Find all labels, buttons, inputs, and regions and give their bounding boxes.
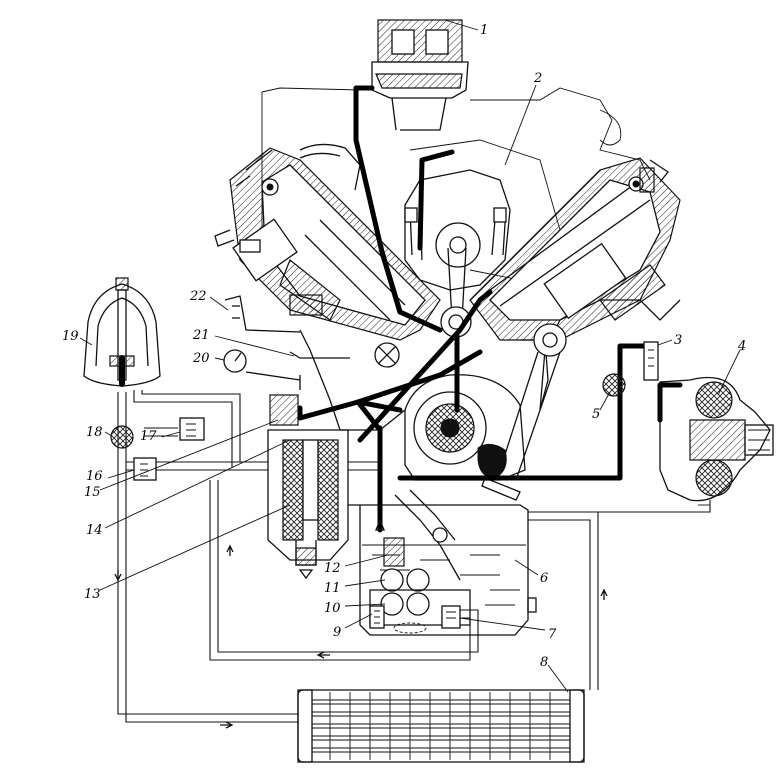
callout-18: 18 xyxy=(86,425,103,440)
right-cylinder-bank xyxy=(469,157,681,481)
fluid-coupling-4 xyxy=(659,376,774,502)
callout-11: 11 xyxy=(324,581,341,596)
leader-lines xyxy=(79,19,741,693)
callout-4: 4 xyxy=(737,339,746,354)
callout-21: 21 xyxy=(192,328,210,343)
callout-14: 14 xyxy=(86,523,103,538)
callout-7: 7 xyxy=(548,627,557,642)
filter-13 xyxy=(267,394,349,580)
callout-9: 9 xyxy=(333,625,341,640)
callout-5: 5 xyxy=(592,407,600,422)
callout-numbers: 1 2 3 4 5 6 7 8 9 10 11 12 13 14 15 16 1… xyxy=(62,23,746,670)
callout-19: 19 xyxy=(62,329,79,344)
callout-1: 1 xyxy=(480,23,488,38)
callout-13: 13 xyxy=(84,587,101,602)
callout-20: 20 xyxy=(192,351,210,366)
callout-12: 12 xyxy=(324,561,341,576)
callout-17: 17 xyxy=(140,429,157,444)
camshaft-center xyxy=(374,169,511,368)
oil-pump xyxy=(369,537,471,634)
centrifuge-19 xyxy=(83,277,161,387)
callout-10: 10 xyxy=(324,601,341,616)
callout-16: 16 xyxy=(86,469,103,484)
callout-22: 22 xyxy=(189,289,207,304)
flow-arrows xyxy=(114,518,608,729)
oil-head-unit-1 xyxy=(371,19,469,131)
callout-3: 3 xyxy=(674,333,682,348)
left-cylinder-bank xyxy=(214,143,441,341)
callout-8: 8 xyxy=(540,655,548,670)
oil-cooler-8 xyxy=(297,689,585,763)
callout-15: 15 xyxy=(84,485,101,500)
main-oil-galleries xyxy=(297,85,683,533)
callout-6: 6 xyxy=(540,571,548,586)
crankshaft xyxy=(404,374,526,501)
valves xyxy=(110,295,659,481)
callout-2: 2 xyxy=(533,71,542,86)
